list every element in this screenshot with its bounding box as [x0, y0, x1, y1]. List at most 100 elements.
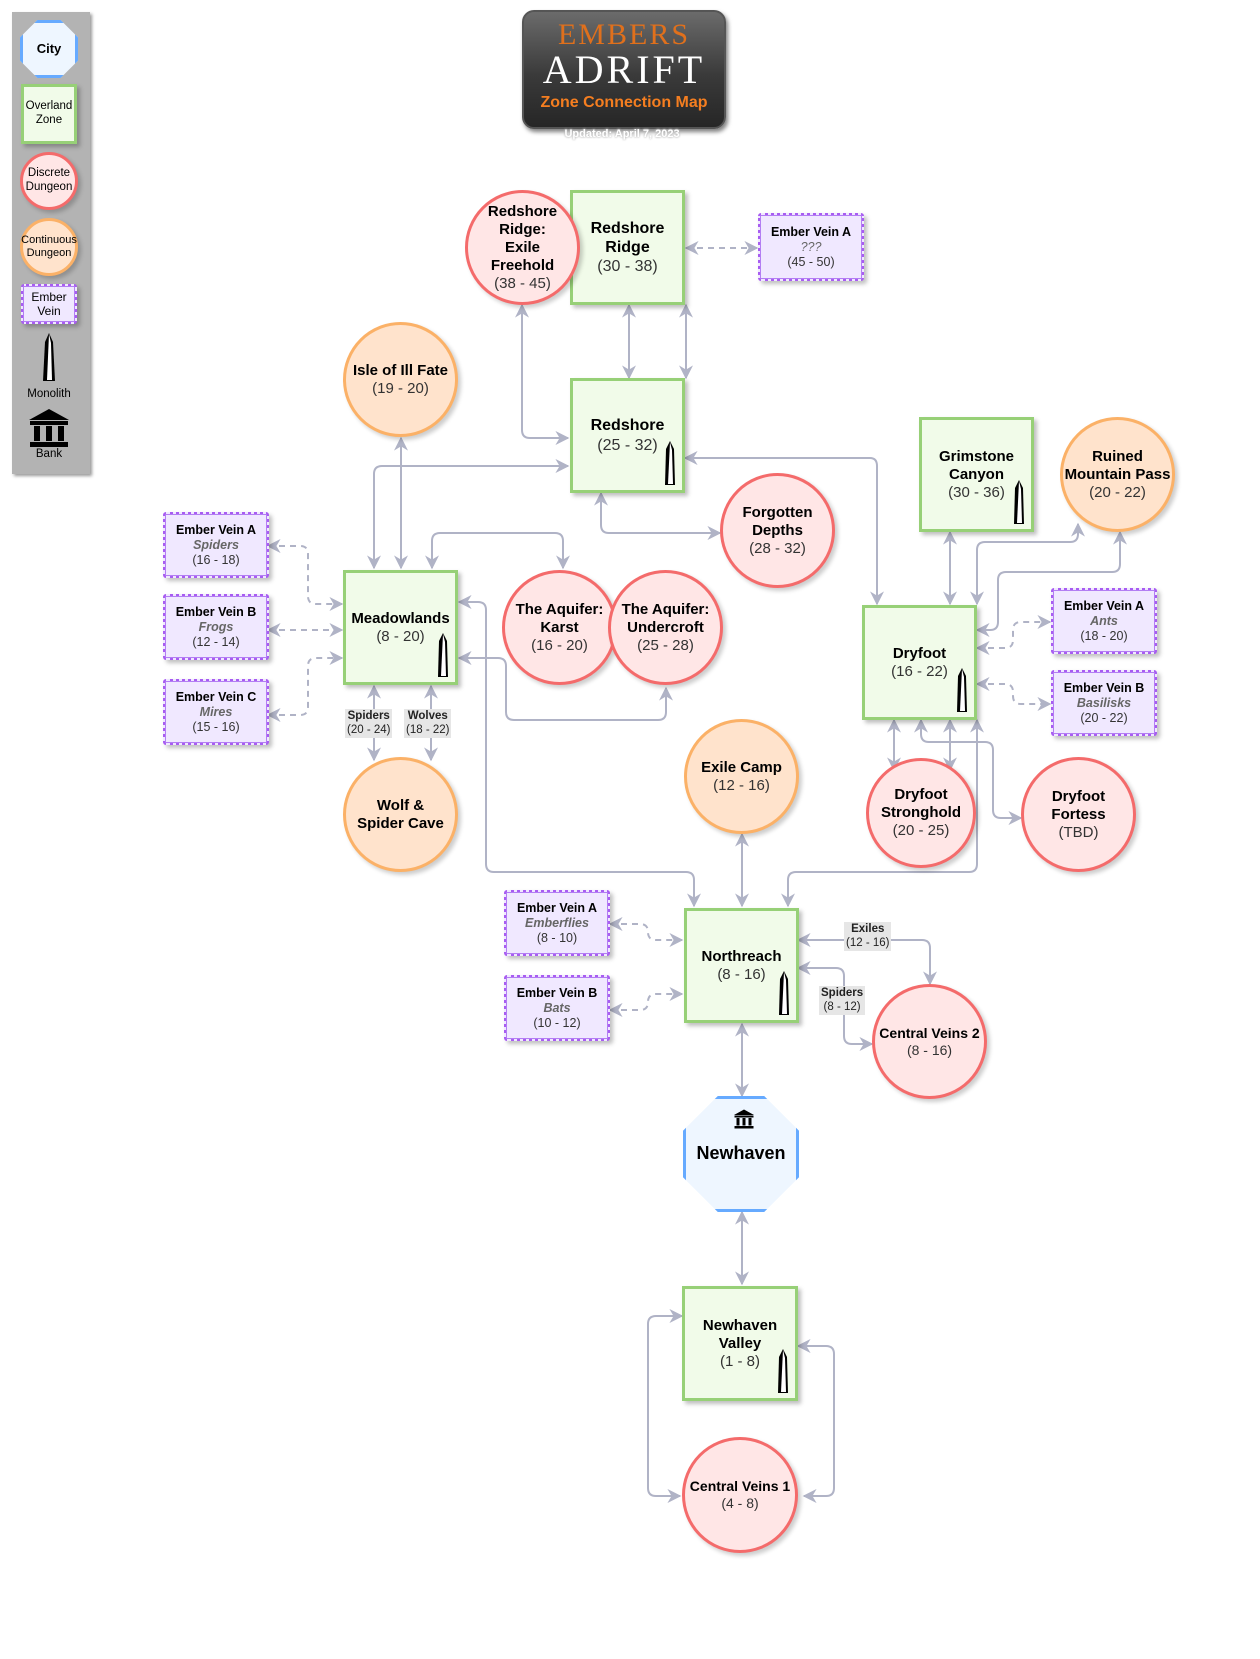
node-levels: (8 - 16)	[906, 1041, 953, 1058]
legend-bank-label: Bank	[35, 448, 63, 460]
edge-md-vein-a	[266, 539, 344, 611]
edge-meadowlands-karst	[425, 532, 570, 570]
node-ruined-mountain-pass[interactable]: Ruined Mountain Pass (20 - 22)	[1060, 417, 1175, 532]
node-levels: (16 - 22)	[891, 662, 948, 680]
edge-df-vein-b	[975, 677, 1052, 711]
node-exile-camp[interactable]: Exile Camp (12 - 16)	[684, 719, 799, 834]
node-central-veins-2[interactable]: Central Veins 2 (8 - 16)	[872, 984, 987, 1099]
edge-valley-cv1-left	[647, 1309, 684, 1503]
edge-label-levels: (8 - 12)	[823, 1001, 861, 1014]
node-levels: (16 - 20)	[531, 636, 588, 654]
edge-redshore-meadowlands	[367, 459, 570, 570]
node-name: Ember Vein A	[1063, 598, 1145, 613]
node-name: Dryfoot Fortess	[1051, 787, 1106, 823]
edge-df-vein-a	[975, 615, 1052, 655]
node-levels: (25 - 32)	[597, 436, 658, 454]
node-name: Exile Camp	[701, 758, 782, 776]
node-name: Ember Vein A	[175, 522, 257, 537]
node-forgotten-depths[interactable]: Forgotten Depths (28 - 32)	[720, 473, 835, 588]
legend-panel: City Overland Zone Discrete Dungeon Cont…	[12, 12, 90, 474]
edge-label-exiles: Exiles (12 - 16)	[844, 922, 892, 951]
node-name: The Aquifer: Undercroft	[621, 600, 710, 636]
node-df-ember-vein-b[interactable]: Ember Vein B Basilisks (20 - 22)	[1051, 670, 1157, 736]
node-isle-of-ill-fate[interactable]: Isle of Ill Fate (19 - 20)	[343, 322, 458, 437]
node-aquifer-undercroft[interactable]: The Aquifer: Undercroft (25 - 28)	[608, 570, 723, 685]
node-name: Ember Vein B	[1063, 680, 1145, 695]
node-levels: (20 - 22)	[1089, 483, 1146, 501]
edge-dryfoot-northreach	[781, 718, 984, 908]
node-newhaven-valley[interactable]: Newhaven Valley (1 - 8)	[682, 1286, 798, 1401]
node-levels: (8 - 16)	[717, 965, 766, 983]
monolith-icon	[438, 633, 448, 677]
logo-adrift: ADRIFT	[542, 47, 706, 92]
node-newhaven[interactable]: Newhaven	[683, 1096, 799, 1212]
title-logo: EMBERS ADRIFT Zone Connection Map	[522, 10, 726, 129]
node-levels: (8 - 20)	[376, 627, 425, 645]
node-levels: (28 - 32)	[749, 539, 806, 557]
edge-label-name: Wolves	[407, 710, 448, 722]
node-dryfoot-fortess[interactable]: Dryfoot Fortess (TBD)	[1021, 757, 1136, 872]
node-levels: (16 - 18)	[192, 552, 240, 567]
node-name: Northreach	[701, 947, 782, 965]
node-rr-ember-vein-a[interactable]: Ember Vein A ??? (45 - 50)	[758, 213, 864, 281]
legend-city: City	[20, 20, 78, 78]
legend-vein-label: Ember Vein	[31, 289, 67, 318]
node-creature: Basilisks	[1076, 695, 1132, 710]
node-creature: ???	[800, 239, 822, 254]
legend-continuous-label: Continuous Dungeon	[21, 233, 77, 259]
node-levels: (TBD)	[1058, 823, 1099, 841]
edge-label-wolves-cave: Wolves (18 - 22)	[404, 709, 452, 738]
node-df-ember-vein-a[interactable]: Ember Vein A Ants (18 - 20)	[1051, 588, 1157, 654]
node-name: Meadowlands	[351, 609, 450, 627]
node-name: Ember Vein B	[516, 985, 598, 1000]
node-name: Wolf & Spider Cave	[357, 796, 444, 832]
node-levels: (20 - 22)	[1080, 710, 1128, 725]
edge-label-name: Spiders	[821, 987, 864, 999]
node-central-veins-1[interactable]: Central Veins 1 (4 - 8)	[682, 1437, 798, 1553]
edge-nr-vein-a	[608, 917, 684, 947]
node-dryfoot[interactable]: Dryfoot (16 - 22)	[862, 605, 977, 720]
edge-label-levels: (12 - 16)	[846, 937, 890, 950]
node-meadowlands[interactable]: Meadowlands (8 - 20)	[343, 570, 458, 685]
legend-continuous-dungeon: Continuous Dungeon	[20, 218, 78, 276]
node-levels: (15 - 16)	[192, 719, 240, 734]
node-name: Central Veins 2	[879, 1024, 980, 1041]
node-nr-ember-vein-a[interactable]: Ember Vein A Emberflies (8 - 10)	[504, 890, 610, 956]
node-creature: Emberflies	[525, 915, 589, 930]
edge-valley-cv1-right	[796, 1339, 835, 1503]
legend-monolith-label: Monolith	[27, 388, 71, 400]
node-name: Redshore Ridge	[590, 219, 665, 256]
node-md-ember-vein-c[interactable]: Ember Vein C Mires (15 - 16)	[163, 679, 269, 745]
node-md-ember-vein-b[interactable]: Ember Vein B Frogs (12 - 14)	[163, 594, 269, 660]
node-levels: (12 - 14)	[192, 634, 240, 649]
node-exile-freehold[interactable]: Redshore Ridge: Exile Freehold (38 - 45)	[465, 190, 580, 305]
node-aquifer-karst[interactable]: The Aquifer: Karst (16 - 20)	[502, 570, 617, 685]
bank-icon	[734, 1109, 754, 1129]
node-levels: (19 - 20)	[372, 379, 429, 397]
logo-embers: EMBERS	[557, 18, 691, 51]
edge-northreach-cv2-exiles	[796, 933, 937, 986]
bank-icon	[29, 409, 69, 447]
node-name: Newhaven Valley	[702, 1316, 778, 1352]
node-creature: Frogs	[198, 619, 234, 634]
edge-label-levels: (20 - 24)	[347, 724, 391, 737]
node-grimstone-canyon[interactable]: Grimstone Canyon (30 - 36)	[919, 417, 1034, 532]
node-northreach[interactable]: Northreach (8 - 16)	[684, 908, 799, 1023]
node-wolf-spider-cave[interactable]: Wolf & Spider Cave	[343, 757, 458, 872]
node-creature: Ants	[1090, 613, 1118, 628]
legend-ember-vein: Ember Vein	[21, 284, 77, 324]
node-redshore[interactable]: Redshore (25 - 32)	[570, 378, 685, 493]
node-nr-ember-vein-b[interactable]: Ember Vein B Bats (10 - 12)	[504, 975, 610, 1041]
node-levels: (1 - 8)	[719, 1352, 760, 1370]
node-dryfoot-stronghold[interactable]: Dryfoot Stronghold (20 - 25)	[866, 758, 976, 868]
monolith-icon	[778, 1349, 788, 1393]
monolith-icon	[43, 333, 55, 381]
node-name: Ember Vein C	[175, 689, 257, 704]
node-creature: Spiders	[193, 537, 239, 552]
node-md-ember-vein-a[interactable]: Ember Vein A Spiders (16 - 18)	[163, 512, 269, 578]
node-redshore-ridge[interactable]: Redshore Ridge (30 - 38)	[570, 190, 685, 305]
node-levels: (20 - 25)	[892, 822, 950, 839]
legend-zone-label: Overland Zone	[25, 100, 73, 126]
edge-md-vein-c	[266, 651, 344, 722]
edge-meadowlands-northreach	[457, 595, 701, 908]
